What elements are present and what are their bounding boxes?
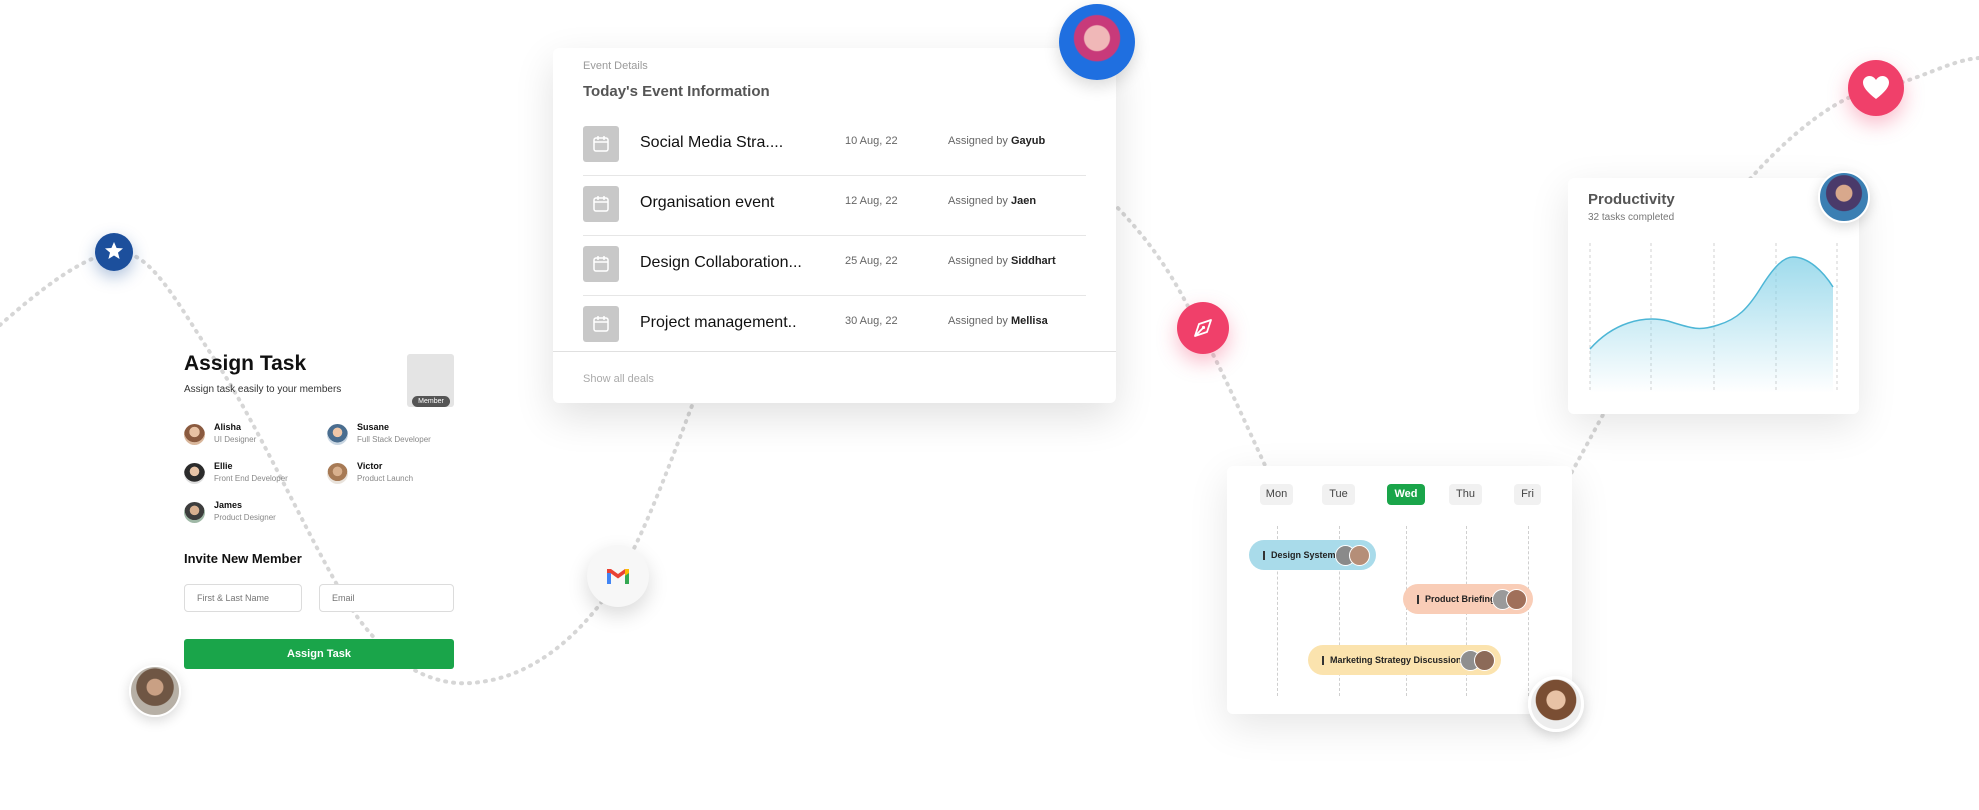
calendar-icon: [583, 306, 619, 342]
task-pill-marketing-strategy[interactable]: Marketing Strategy Discussion: [1308, 645, 1501, 675]
avatar: [184, 463, 205, 484]
task-avatars: [1460, 650, 1495, 683]
area-fill: [1590, 257, 1833, 393]
avatar-top: [1059, 4, 1135, 80]
gmail-icon: [607, 569, 629, 584]
task-pill-product-briefing[interactable]: Product Briefing: [1403, 584, 1533, 614]
calendar-icon: [583, 126, 619, 162]
member-item-ellie[interactable]: Ellie Front End Developer: [184, 461, 324, 487]
event-name: Organisation event: [640, 194, 775, 211]
event-caption: Event Details: [583, 60, 648, 72]
day-grid-line: [1277, 526, 1278, 696]
pen-badge: [1177, 302, 1229, 354]
calendar-icon: [583, 186, 619, 222]
member-name: Ellie: [214, 461, 233, 471]
member-role: Product Designer: [214, 513, 276, 522]
member-role: Product Launch: [357, 474, 414, 483]
member-role: UI Designer: [214, 435, 257, 444]
star-badge: [95, 233, 133, 271]
event-date: 10 Aug, 22: [845, 135, 898, 147]
show-all-deals-link[interactable]: Show all deals: [583, 373, 654, 385]
task-avatars: [1335, 545, 1370, 578]
member-name: Alisha: [214, 422, 242, 432]
member-item-victor[interactable]: Victor Product Launch: [327, 461, 467, 487]
day-thu[interactable]: Thu: [1449, 484, 1482, 505]
task-pill-design-system[interactable]: Design System: [1249, 540, 1376, 570]
event-name: Design Collaboration...: [640, 254, 802, 271]
day-mon[interactable]: Mon: [1260, 484, 1293, 505]
pen-nib-icon: [1194, 319, 1212, 337]
member-item-james[interactable]: James Product Designer: [184, 500, 324, 526]
avatar-schedule: [1528, 676, 1584, 732]
assign-task-subtitle: Assign task easily to your members: [184, 384, 342, 395]
event-assigned-by: Assigned by Siddhart: [948, 255, 1056, 267]
productivity-card: Productivity 32 tasks completed: [1568, 178, 1859, 414]
heart-badge: [1848, 60, 1904, 116]
avatar: [327, 424, 348, 445]
day-tue[interactable]: Tue: [1322, 484, 1355, 505]
task-label: Marketing Strategy Discussion: [1330, 655, 1462, 665]
event-assigned-by: Assigned by Gayub: [948, 135, 1046, 147]
heart-icon: [1863, 76, 1889, 99]
event-assigned-by: Assigned by Jaen: [948, 195, 1037, 207]
task-label: Product Briefing: [1425, 594, 1496, 604]
email-input[interactable]: [319, 584, 454, 612]
day-wed[interactable]: Wed: [1387, 484, 1425, 505]
event-row[interactable]: Social Media Stra.... 10 Aug, 22 Assigne…: [583, 116, 1086, 176]
event-assigned-by: Assigned by Mellisa: [948, 315, 1048, 327]
invite-member-title: Invite New Member: [184, 551, 302, 566]
event-details-card: Event Details Today's Event Information …: [553, 48, 1116, 403]
weekly-schedule-card: Mon Tue Wed Thu Fri Design System Produc…: [1227, 466, 1572, 714]
event-date: 25 Aug, 22: [845, 255, 898, 267]
gmail-badge: [587, 545, 649, 607]
event-date: 30 Aug, 22: [845, 315, 898, 327]
member-name: Victor: [357, 461, 383, 471]
task-avatars: [1492, 589, 1527, 622]
day-fri[interactable]: Fri: [1514, 484, 1541, 505]
assign-task-panel: Assign Task Assign task easily to your m…: [184, 352, 454, 395]
event-row[interactable]: Project management.. 30 Aug, 22 Assigned…: [583, 296, 1086, 355]
avatar: [184, 502, 205, 523]
event-date: 12 Aug, 22: [845, 195, 898, 207]
avatar: [184, 424, 205, 445]
member-role: Front End Developer: [214, 474, 288, 483]
event-title: Today's Event Information: [583, 83, 770, 100]
day-grid-line: [1339, 526, 1340, 696]
assign-task-button[interactable]: Assign Task: [184, 639, 454, 669]
calendar-icon: [583, 246, 619, 282]
day-grid-line: [1528, 526, 1529, 696]
member-item-alisha[interactable]: Alisha UI Designer: [184, 422, 324, 448]
productivity-area-chart: [1589, 243, 1838, 393]
avatar-productivity: [1818, 171, 1870, 223]
avatar: [327, 463, 348, 484]
event-row[interactable]: Design Collaboration... 25 Aug, 22 Assig…: [583, 236, 1086, 296]
member-role: Full Stack Developer: [357, 435, 431, 444]
area-line: [1589, 256, 1834, 350]
member-name: James: [214, 500, 243, 510]
event-name: Project management..: [640, 314, 797, 331]
member-name: Susane: [357, 422, 390, 432]
member-item-susane[interactable]: Susane Full Stack Developer: [327, 422, 467, 448]
assign-task-title: Assign Task: [184, 352, 307, 375]
avatar-assign: [129, 665, 181, 717]
star-icon: [105, 242, 123, 259]
productivity-subtitle: 32 tasks completed: [1588, 212, 1675, 223]
name-input[interactable]: [184, 584, 302, 612]
task-label: Design System: [1271, 550, 1336, 560]
event-row[interactable]: Organisation event 12 Aug, 22 Assigned b…: [583, 176, 1086, 236]
event-card-divider: [553, 351, 1116, 352]
day-grid-line: [1406, 526, 1407, 696]
event-name: Social Media Stra....: [640, 134, 784, 151]
productivity-title: Productivity: [1588, 191, 1675, 208]
member-badge: Member: [412, 396, 450, 407]
